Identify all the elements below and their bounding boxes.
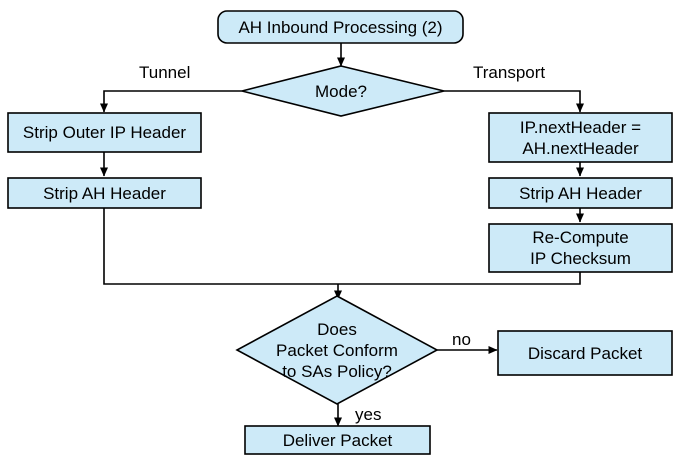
edge-mode-tunnel — [100, 90, 242, 113]
edge-tunnel-merge — [103, 208, 341, 285]
edge-transport-merge — [341, 272, 581, 285]
edge-label-no: no — [452, 330, 471, 349]
node-discard-packet-shape — [497, 330, 673, 376]
edge-label-tunnel: Tunnel — [139, 63, 191, 82]
node-strip-ah-transport-shape — [488, 177, 673, 209]
node-strip-outer-ip-shape — [7, 112, 202, 153]
edge-label-yes: yes — [355, 405, 382, 424]
node-start-shape — [217, 10, 464, 44]
node-strip-ah-tunnel-shape — [7, 177, 202, 209]
node-mode-shape — [241, 65, 445, 117]
edge-mode-transport — [444, 90, 584, 113]
node-policy-shape — [235, 295, 439, 405]
node-next-header-shape — [488, 112, 673, 163]
node-deliver-packet-shape — [244, 425, 431, 455]
node-recompute-checksum-shape — [488, 223, 673, 273]
edge-label-transport: Transport — [473, 63, 546, 82]
